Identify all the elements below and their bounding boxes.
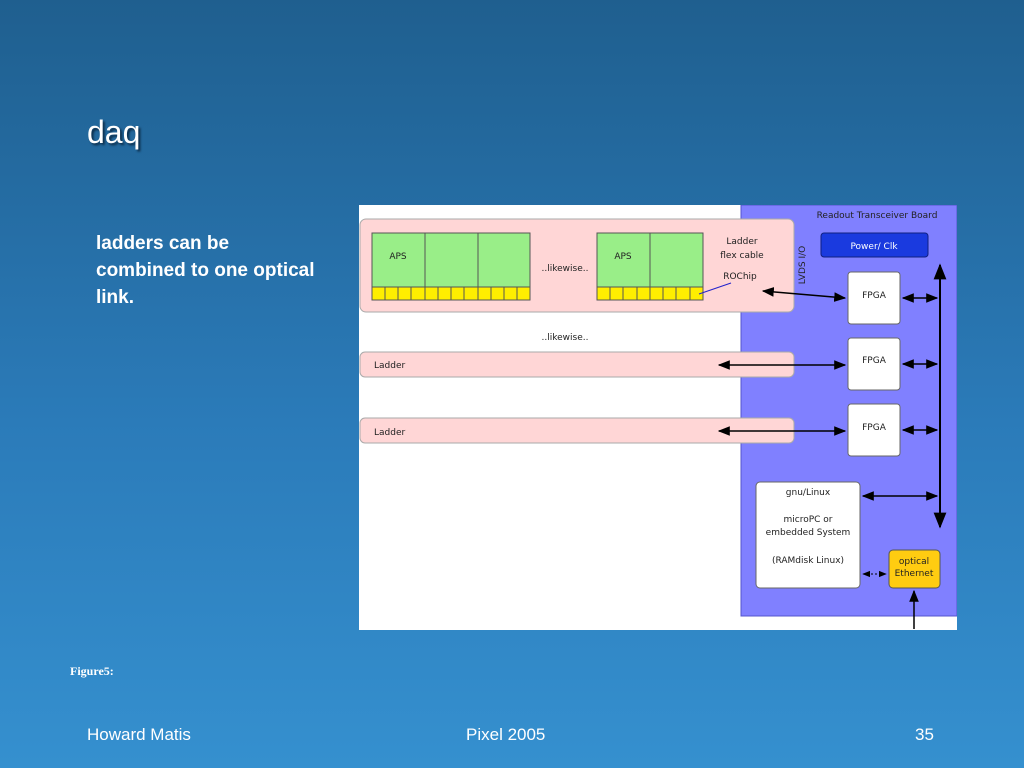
optical-line-1: optical — [899, 557, 929, 567]
fpga-box-3 — [847, 403, 901, 457]
optical-ethernet-box — [888, 549, 941, 589]
fpga-label-2: FPGA — [862, 356, 887, 366]
footer-page-number: 35 — [915, 725, 934, 744]
likewise-label-top: ..likewise.. — [542, 264, 589, 274]
micropc-box — [755, 481, 861, 589]
power-clk-label: Power/ Clk — [850, 242, 898, 252]
optical-line-2: Ethernet — [895, 569, 934, 579]
fpga-box-1 — [847, 271, 901, 325]
rochip-pointer — [698, 282, 732, 295]
daq-diagram: Readout Transceiver Board Power/ Clk LVD… — [359, 205, 957, 630]
aps-label-right: APS — [614, 252, 632, 262]
micropc-line-3: embedded System — [766, 528, 851, 538]
ladder-flex-label-2: flex cable — [720, 251, 764, 261]
micropc-line-4: (RAMdisk Linux) — [772, 556, 844, 566]
ladder-label-2: Ladder — [374, 428, 405, 438]
slide-title: daq — [87, 114, 141, 150]
aps-label-left: APS — [389, 252, 407, 262]
bullet-text: ladders can be combined to one optical l… — [96, 233, 315, 308]
micropc-line-1: gnu/Linux — [786, 488, 831, 498]
likewise-label-middle: ..likewise.. — [542, 333, 589, 343]
micropc-line-2: microPC or — [783, 515, 832, 525]
footer-author: Howard Matis — [87, 725, 191, 744]
fpga-box-2 — [847, 337, 901, 391]
rochip-label: ROChip — [723, 272, 757, 282]
fpga-label-3: FPGA — [862, 423, 887, 433]
ladder-flex-label-1: Ladder — [726, 237, 757, 247]
fpga-label-1: FPGA — [862, 291, 887, 301]
board-label: Readout Transceiver Board — [817, 211, 938, 221]
power-clk-box — [820, 232, 929, 258]
link-arrow-top — [761, 287, 847, 302]
figure-caption: Figure5: — [70, 664, 114, 678]
footer-event: Pixel 2005 — [466, 725, 546, 744]
ladder-label-1: Ladder — [374, 361, 405, 371]
lvds-label: LVDS I/O — [798, 246, 808, 284]
